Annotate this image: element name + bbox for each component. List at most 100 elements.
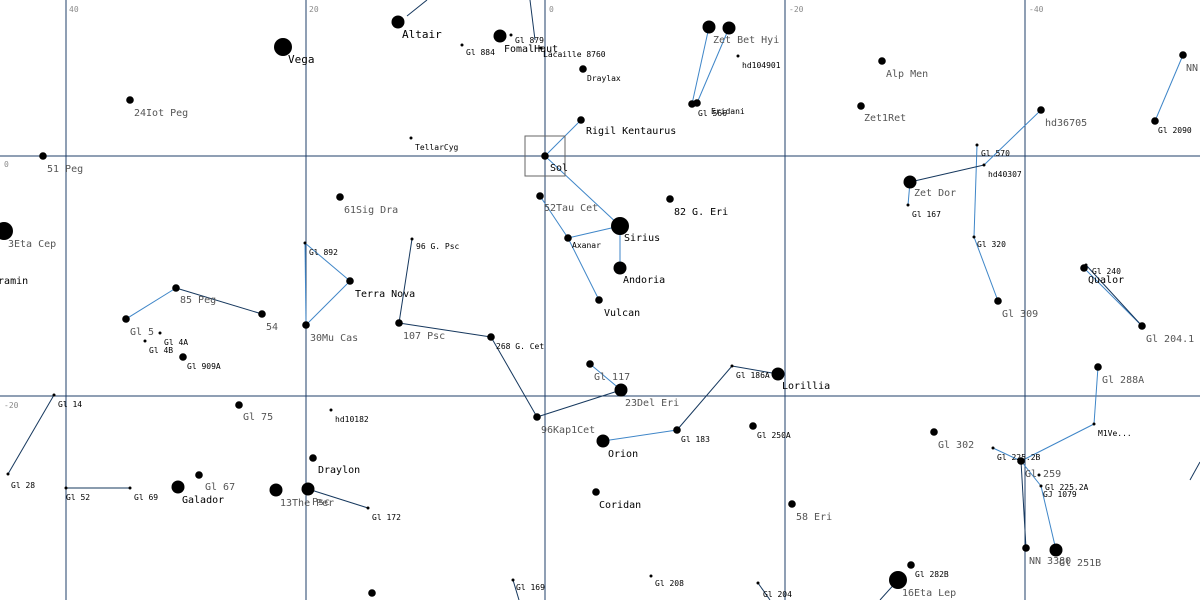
star-eta3[interactable]: 3Eta Cep <box>0 222 56 250</box>
star-lacaille[interactable]: Lacaille 8760 <box>539 46 606 60</box>
star-gl892[interactable]: Gl 892 <box>303 241 339 258</box>
star-marker[interactable] <box>991 446 995 450</box>
star-qualor[interactable]: Qualor <box>1080 264 1124 286</box>
star-marker[interactable] <box>579 65 587 73</box>
star-marker[interactable] <box>1094 363 1102 371</box>
star-sol[interactable]: Sol <box>541 152 568 174</box>
star-gl2252b[interactable]: Gl 225.2B <box>991 446 1041 463</box>
star-eri58[interactable]: 58 Eri <box>788 500 832 523</box>
star-gl309[interactable]: Gl 309 <box>994 297 1038 320</box>
star-psc96[interactable]: 96 G. Psc <box>410 237 460 252</box>
star-marker[interactable] <box>511 578 515 582</box>
star-mu30[interactable]: 30Mu Cas <box>302 321 358 344</box>
star-marker[interactable] <box>336 193 344 201</box>
star-alpmen[interactable]: Alp Men <box>878 57 928 80</box>
star-marker[interactable] <box>673 426 681 434</box>
star-hd10182[interactable]: hd10182 <box>329 408 369 425</box>
star-gl4b[interactable]: Gl 4B <box>143 339 174 356</box>
star-gl884[interactable]: Gl 884 <box>460 43 496 58</box>
star-marker[interactable] <box>907 561 915 569</box>
star-nn3380[interactable]: NN 3380 <box>1022 544 1071 567</box>
star-marker[interactable] <box>269 483 283 497</box>
star-marker[interactable] <box>533 413 541 421</box>
star-marker[interactable] <box>611 217 629 235</box>
star-axanar[interactable]: Axanar <box>564 234 601 250</box>
star-gj1079[interactable]: GJ 1079 <box>1037 473 1077 500</box>
star-marker[interactable] <box>756 581 760 585</box>
star-gl4a[interactable]: Gl 4A <box>158 331 189 348</box>
star-marker[interactable] <box>889 571 907 589</box>
star-marker[interactable] <box>586 360 594 368</box>
star-marker[interactable] <box>172 284 180 292</box>
star-marker[interactable] <box>541 152 549 160</box>
star-marker[interactable] <box>564 234 572 242</box>
star-marker[interactable] <box>1037 106 1045 114</box>
star-eta16[interactable]: 16Eta Lep <box>889 571 956 599</box>
star-the13[interactable]: 13The Per <box>269 483 335 510</box>
star-gl14[interactable]: Gl 14 <box>52 393 83 410</box>
star-marker[interactable] <box>688 100 696 108</box>
star-m1ve[interactable]: M1Ve... <box>1092 422 1132 439</box>
star-marker[interactable] <box>788 500 796 508</box>
star-marker[interactable] <box>903 175 917 189</box>
star-marker[interactable] <box>1179 51 1187 59</box>
star-marker[interactable] <box>975 143 979 147</box>
star-marker[interactable] <box>1092 422 1096 426</box>
star-marker[interactable] <box>614 383 628 397</box>
star-orion[interactable]: Orion <box>596 434 639 461</box>
star-marker[interactable] <box>536 192 544 200</box>
star-marker[interactable] <box>493 29 507 43</box>
star-marker[interactable] <box>122 315 130 323</box>
star-marker[interactable] <box>391 15 405 29</box>
star-marker[interactable] <box>329 408 333 412</box>
star-marker[interactable] <box>6 472 10 476</box>
star-marker[interactable] <box>702 20 716 34</box>
star-psc107[interactable]: 107 Psc <box>395 319 445 342</box>
star-rigil[interactable]: Rigil Kentaurus <box>577 116 676 137</box>
star-fomalhaut[interactable]: FomalHaut <box>493 29 559 56</box>
star-marker[interactable] <box>596 434 610 448</box>
star-marker[interactable] <box>195 471 203 479</box>
star-marker[interactable] <box>666 195 674 203</box>
star-gl320[interactable]: Gl 320 <box>972 235 1007 250</box>
star-marker[interactable] <box>509 33 513 37</box>
star-hd40307[interactable]: hd40307 <box>982 163 1022 180</box>
star-terranova[interactable]: Terra Nova <box>346 277 415 300</box>
star-marker[interactable] <box>158 331 162 335</box>
star-marker[interactable] <box>972 235 976 239</box>
star-gl67[interactable]: Gl 67 <box>195 471 235 493</box>
star-sirius[interactable]: Sirius <box>611 217 660 244</box>
star-gl566[interactable]: Gl 566 <box>688 100 727 118</box>
star-vulcan[interactable]: Vulcan <box>595 296 640 319</box>
star-marker[interactable] <box>577 116 585 124</box>
star-gl169[interactable]: Gl 169 <box>511 578 546 593</box>
star-altair[interactable]: Altair <box>391 15 443 42</box>
star-marker[interactable] <box>301 482 315 496</box>
star-psc[interactable]: Psc <box>301 482 331 509</box>
star-marker[interactable] <box>771 367 785 381</box>
star-gl288a[interactable]: Gl 288A <box>1094 363 1144 386</box>
star-gl172[interactable]: Gl 172 <box>366 506 402 523</box>
star-marker[interactable] <box>460 43 464 47</box>
star-zetdor[interactable]: Zet Dor <box>903 175 957 200</box>
star-lorillia[interactable]: Lorillia <box>771 367 831 393</box>
star-zet1ret[interactable]: Zet1Ret <box>857 102 906 124</box>
star-gl2090[interactable]: Gl 2090 <box>1151 117 1192 135</box>
star-del23[interactable]: 23Del Eri <box>614 383 680 410</box>
star-marker[interactable] <box>235 401 243 409</box>
star-marker[interactable] <box>930 428 938 436</box>
star-gl250a[interactable]: Gl 250A <box>749 422 791 440</box>
star-marker[interactable] <box>0 222 13 240</box>
star-marker[interactable] <box>258 310 266 318</box>
star-gl167[interactable]: Gl 167 <box>906 203 942 220</box>
star-draylon[interactable]: Draylon <box>309 454 360 476</box>
star-gl2518[interactable]: Gl 251B <box>1049 543 1102 570</box>
star-peg51[interactable]: 51 Peg <box>39 152 83 175</box>
star-tau52[interactable]: 52Tau Cet <box>536 192 598 214</box>
star-marker[interactable] <box>309 454 317 462</box>
star-marker[interactable] <box>303 241 307 245</box>
star-marker[interactable] <box>857 102 865 110</box>
star-hd36705[interactable]: hd36705 <box>1037 106 1087 129</box>
